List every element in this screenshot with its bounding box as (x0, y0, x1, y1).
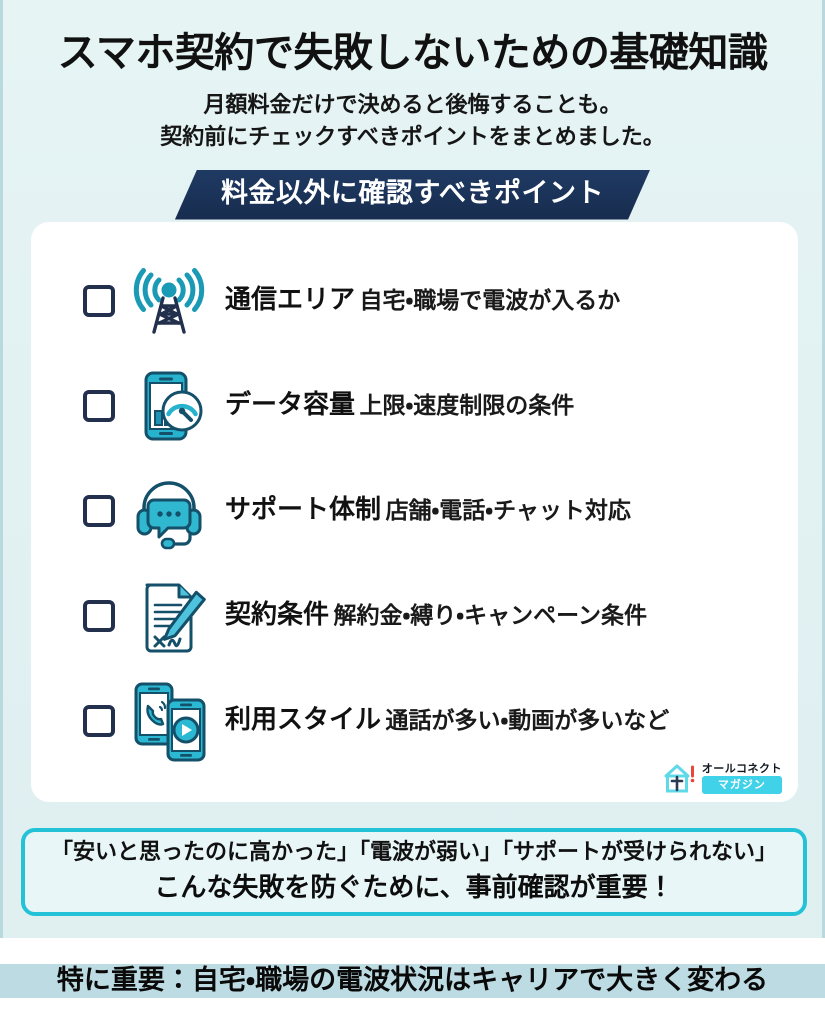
section-banner-wrapper: 料金以外に確認すべきポイント (3, 170, 822, 220)
list-item-title: 契約条件 (225, 599, 330, 630)
list-item[interactable]: データ容量 上限・速度制限の条件 (31, 353, 798, 458)
list-item[interactable]: サポート体制 店舗・電話・チャット対応 (31, 458, 798, 563)
list-item-title: 利用スタイル (225, 704, 382, 735)
headset-chat-icon (115, 472, 223, 550)
list-item-description: 通話が多い・動画が多いなど (385, 707, 670, 734)
checkbox-support-system[interactable] (83, 494, 115, 527)
house-a-exclamation-icon (663, 762, 697, 794)
list-item-title: サポート体制 (225, 494, 382, 525)
list-item-title: データ容量 (225, 389, 356, 420)
list-item-description: 店舗・電話・チャット対応 (385, 497, 631, 524)
subtitle-line-1: 月額料金だけで決めると後悔することも。 (203, 93, 622, 118)
list-item-title: 通信エリア (225, 284, 356, 315)
list-item[interactable]: 通信エリア 自宅・職場で電波が入るか (31, 248, 798, 353)
header: スマホ契約で失敗しないための基礎知識 月額料金だけで決めると後悔することも。 契… (3, 0, 822, 154)
checklist: 通信エリア 自宅・職場で電波が入るか (31, 248, 798, 773)
list-item-description: 解約金・縛り・キャンペーン条件 (333, 602, 647, 629)
subtitle: 月額料金だけで決めると後悔することも。 契約前にチェックすべきポイントをまとめま… (3, 90, 822, 154)
contract-document-pen-icon (115, 577, 223, 655)
two-phones-call-video-icon (115, 680, 223, 762)
callout-box: 「安いと思ったのに高かった」「電波が弱い」「サポートが受けられない」 こんな失敗… (21, 828, 807, 916)
checkbox-contract-terms[interactable] (83, 599, 115, 632)
phone-data-gauge-icon (115, 367, 223, 445)
footer-bar: 特に重要：自宅・職場の電波状況はキャリアで大きく変わる (0, 938, 825, 1024)
list-item-texts: サポート体制 店舗・電話・チャット対応 (223, 495, 798, 526)
antenna-tower-icon (115, 262, 223, 340)
list-item[interactable]: 利用スタイル 通話が多い・動画が多いなど (31, 668, 798, 773)
logo-badge: マガジン (701, 775, 782, 794)
callout-line-2: こんな失敗を防ぐために、事前確認が重要！ (154, 872, 674, 903)
section-banner: 料金以外に確認すべきポイント (175, 170, 650, 220)
checklist-card: 通信エリア 自宅・職場で電波が入るか (31, 222, 798, 802)
list-item-description: 上限・速度制限の条件 (359, 392, 575, 419)
brand-logo: オールコネクト マガジン (663, 762, 782, 794)
checkbox-usage-style[interactable] (83, 704, 115, 737)
list-item-description: 自宅・職場で電波が入るか (359, 287, 621, 314)
list-item-texts: 通信エリア 自宅・職場で電波が入るか (223, 285, 798, 316)
subtitle-line-2: 契約前にチェックすべきポイントをまとめました。 (160, 124, 665, 150)
list-item-texts: 契約条件 解約金・縛り・キャンペーン条件 (223, 600, 798, 631)
footer-highlight-band (0, 964, 825, 998)
list-item-texts: データ容量 上限・速度制限の条件 (223, 390, 798, 421)
footer-text: 特に重要：自宅・職場の電波状況はキャリアで大きく変わる (56, 964, 769, 996)
list-item[interactable]: 契約条件 解約金・縛り・キャンペーン条件 (31, 563, 798, 668)
checkbox-data-capacity[interactable] (83, 389, 115, 422)
logo-name: オールコネクト (701, 761, 782, 775)
list-item-texts: 利用スタイル 通話が多い・動画が多いなど (223, 705, 798, 736)
callout-line-1: 「安いと思ったのに高かった」「電波が弱い」「サポートが受けられない」 (50, 840, 777, 866)
checkbox-communication-area[interactable] (83, 284, 115, 317)
logo-words: オールコネクト マガジン (701, 761, 782, 794)
page-title: スマホ契約で失敗しないための基礎知識 (57, 30, 768, 76)
